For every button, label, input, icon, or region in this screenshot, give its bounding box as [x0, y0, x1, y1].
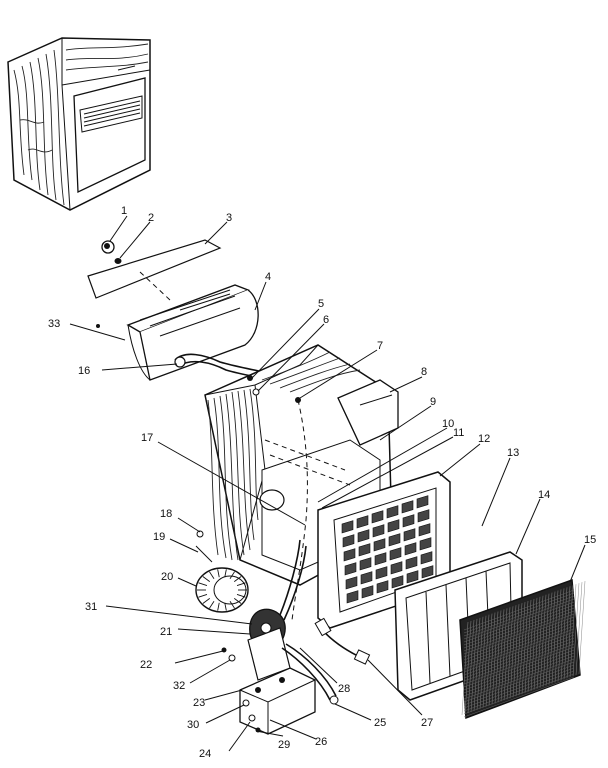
label-3: 3 [226, 212, 232, 224]
leader-lines [69, 215, 586, 752]
assembled-unit [7, 37, 151, 211]
label-2: 2 [148, 212, 154, 224]
power-cord [314, 617, 371, 665]
label-8: 8 [421, 366, 427, 378]
media-frame-grille [341, 495, 434, 604]
control-housing [126, 284, 259, 381]
label-33: 33 [48, 318, 60, 330]
label-17: 17 [141, 432, 153, 444]
label-14: 14 [538, 489, 550, 501]
label-9: 9 [430, 396, 436, 408]
label-4: 4 [265, 271, 271, 283]
label-1: 1 [121, 205, 127, 217]
label-20: 20 [161, 571, 173, 583]
label-26: 26 [315, 736, 327, 748]
control-panel-plate [87, 239, 222, 301]
label-11: 11 [453, 427, 464, 439]
label-27: 27 [421, 717, 433, 729]
label-19: 19 [153, 531, 165, 543]
label-23: 23 [193, 697, 205, 709]
label-15: 15 [584, 534, 596, 546]
label-6: 6 [323, 314, 329, 326]
label-13: 13 [507, 447, 519, 459]
label-10: 10 [442, 418, 454, 430]
label-7: 7 [377, 340, 383, 352]
label-16: 16 [78, 365, 90, 377]
label-22: 22 [140, 659, 152, 671]
label-21: 21 [160, 626, 172, 638]
louver-grille [459, 578, 586, 720]
label-18: 18 [160, 508, 172, 520]
label-5: 5 [318, 298, 324, 310]
motor-bracket [239, 627, 316, 735]
label-29: 29 [278, 739, 290, 751]
label-32: 32 [173, 680, 185, 692]
wire-leads [279, 539, 339, 705]
knob-part [101, 240, 122, 264]
part-number-labels: 1 2 3 4 5 6 7 8 9 10 11 12 13 14 15 16 1… [48, 205, 596, 760]
label-24: 24 [199, 748, 211, 760]
label-25: 25 [374, 717, 386, 729]
label-30: 30 [187, 719, 199, 731]
water-trough [337, 379, 399, 446]
blower-wheel-fins [197, 569, 247, 611]
louver-grille-hatch [461, 581, 586, 718]
label-12: 12 [478, 433, 490, 445]
label-31: 31 [85, 601, 97, 613]
blower-wheel [195, 567, 249, 613]
label-28: 28 [338, 683, 350, 695]
